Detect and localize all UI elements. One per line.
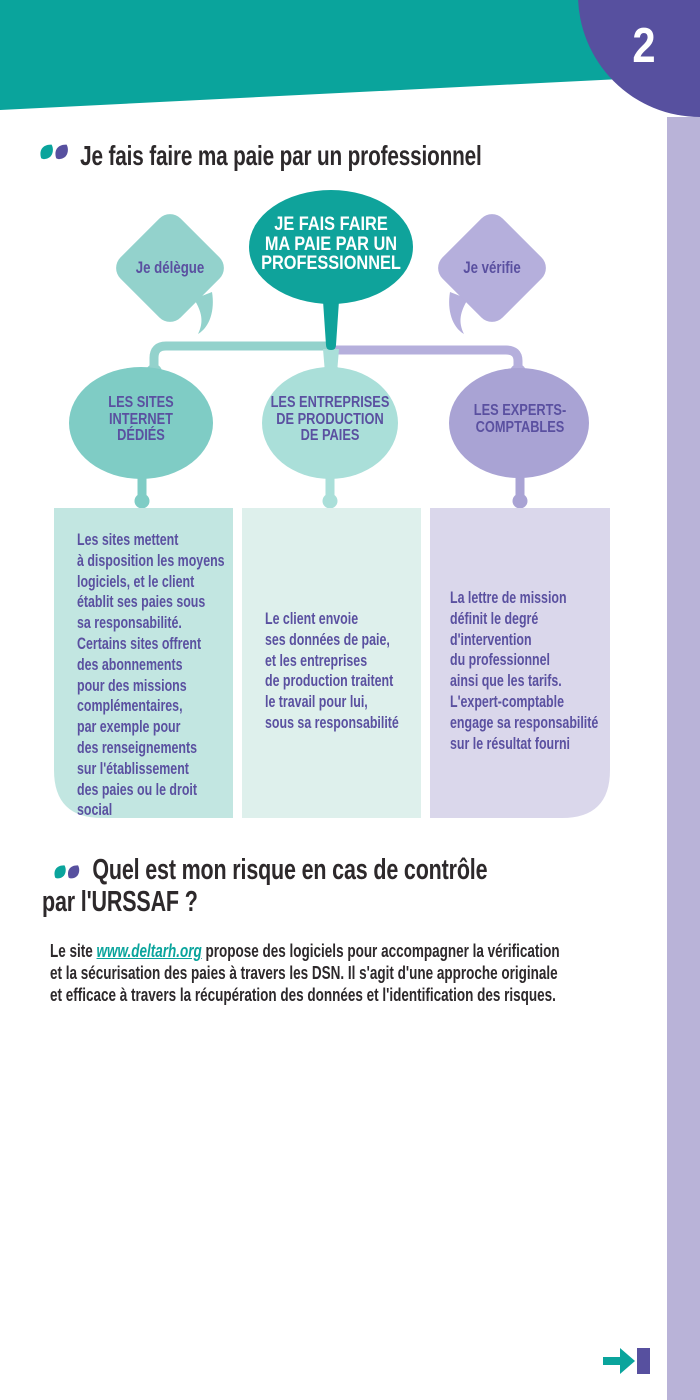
leaf-icon-purple: [55, 144, 68, 160]
verify-diamond: [438, 214, 546, 322]
provider-bubble-2: [262, 367, 398, 479]
provider-box-1: [54, 508, 233, 818]
provider-box-2: [242, 508, 421, 818]
corner-circle: [578, 0, 700, 117]
deltarh-link[interactable]: www.deltarh.org: [96, 941, 202, 961]
provider-box-3: [430, 508, 610, 818]
stem-2: [325, 468, 335, 502]
delegate-diamond: [116, 214, 224, 322]
top-banner: [0, 0, 700, 110]
delegate-diamond-label: Je délègue: [135, 258, 205, 277]
next-page-arrow[interactable]: [603, 1348, 650, 1374]
leaf-pair-icon: [40, 144, 68, 160]
stem-1-drop: [134, 493, 150, 509]
provider-box-3-text: La lettre de mission définit le degré d'…: [450, 588, 599, 753]
leaf-icon-teal: [40, 144, 53, 160]
section-heading-1: Je fais faire ma paie par un professionn…: [80, 140, 482, 171]
root-bubble-label: JE FAIS FAIRE MA PAIE PAR UN PROFESSIONN…: [261, 214, 401, 274]
provider-bubble-3: [449, 368, 589, 478]
paragraph-text-before: Le site: [50, 941, 97, 961]
intro-paragraph: Le site www.deltarh.org propose des logi…: [50, 940, 680, 1006]
arrow-stop-bar: [637, 1348, 650, 1374]
provider-box-2-text: Le client envoie ses données de paie, et…: [265, 609, 399, 732]
provider-bubble-2-label: LES ENTREPRISES DE PRODUCTION DE PAIES: [270, 394, 390, 444]
leaf-icon-teal: [54, 865, 66, 879]
arrow-head: [620, 1348, 635, 1374]
stem-2-drop: [322, 493, 338, 509]
delegate-diamond-tail: [194, 292, 213, 334]
verify-diamond-tail: [449, 292, 468, 334]
side-stripe: [667, 117, 700, 1400]
connector-right: [332, 345, 523, 371]
paragraph-text-after: propose des logiciels pour accompagner l…: [50, 941, 560, 1005]
provider-bubble-1: [69, 367, 213, 479]
leaf-pair-icon: [54, 865, 80, 879]
provider-box-1-text: Les sites mettent à disposition les moye…: [77, 530, 225, 820]
connector-left: [149, 341, 330, 371]
page-number: 2: [632, 19, 656, 73]
provider-bubble-3-label: LES EXPERTS- COMPTABLES: [473, 402, 567, 436]
root-bubble: [249, 190, 413, 304]
stem-3-drop: [512, 493, 528, 509]
leaf-icon-purple: [67, 865, 80, 879]
arrow-shaft: [603, 1357, 620, 1365]
stem-3: [515, 468, 525, 502]
stem-1: [137, 468, 147, 502]
provider-bubble-1-label: LES SITES INTERNET DÉDIÉS: [108, 394, 174, 444]
section-heading-2: Quel est mon risque en cas de contrôle p…: [42, 854, 488, 918]
verify-diamond-label: Je vérifie: [463, 258, 521, 277]
